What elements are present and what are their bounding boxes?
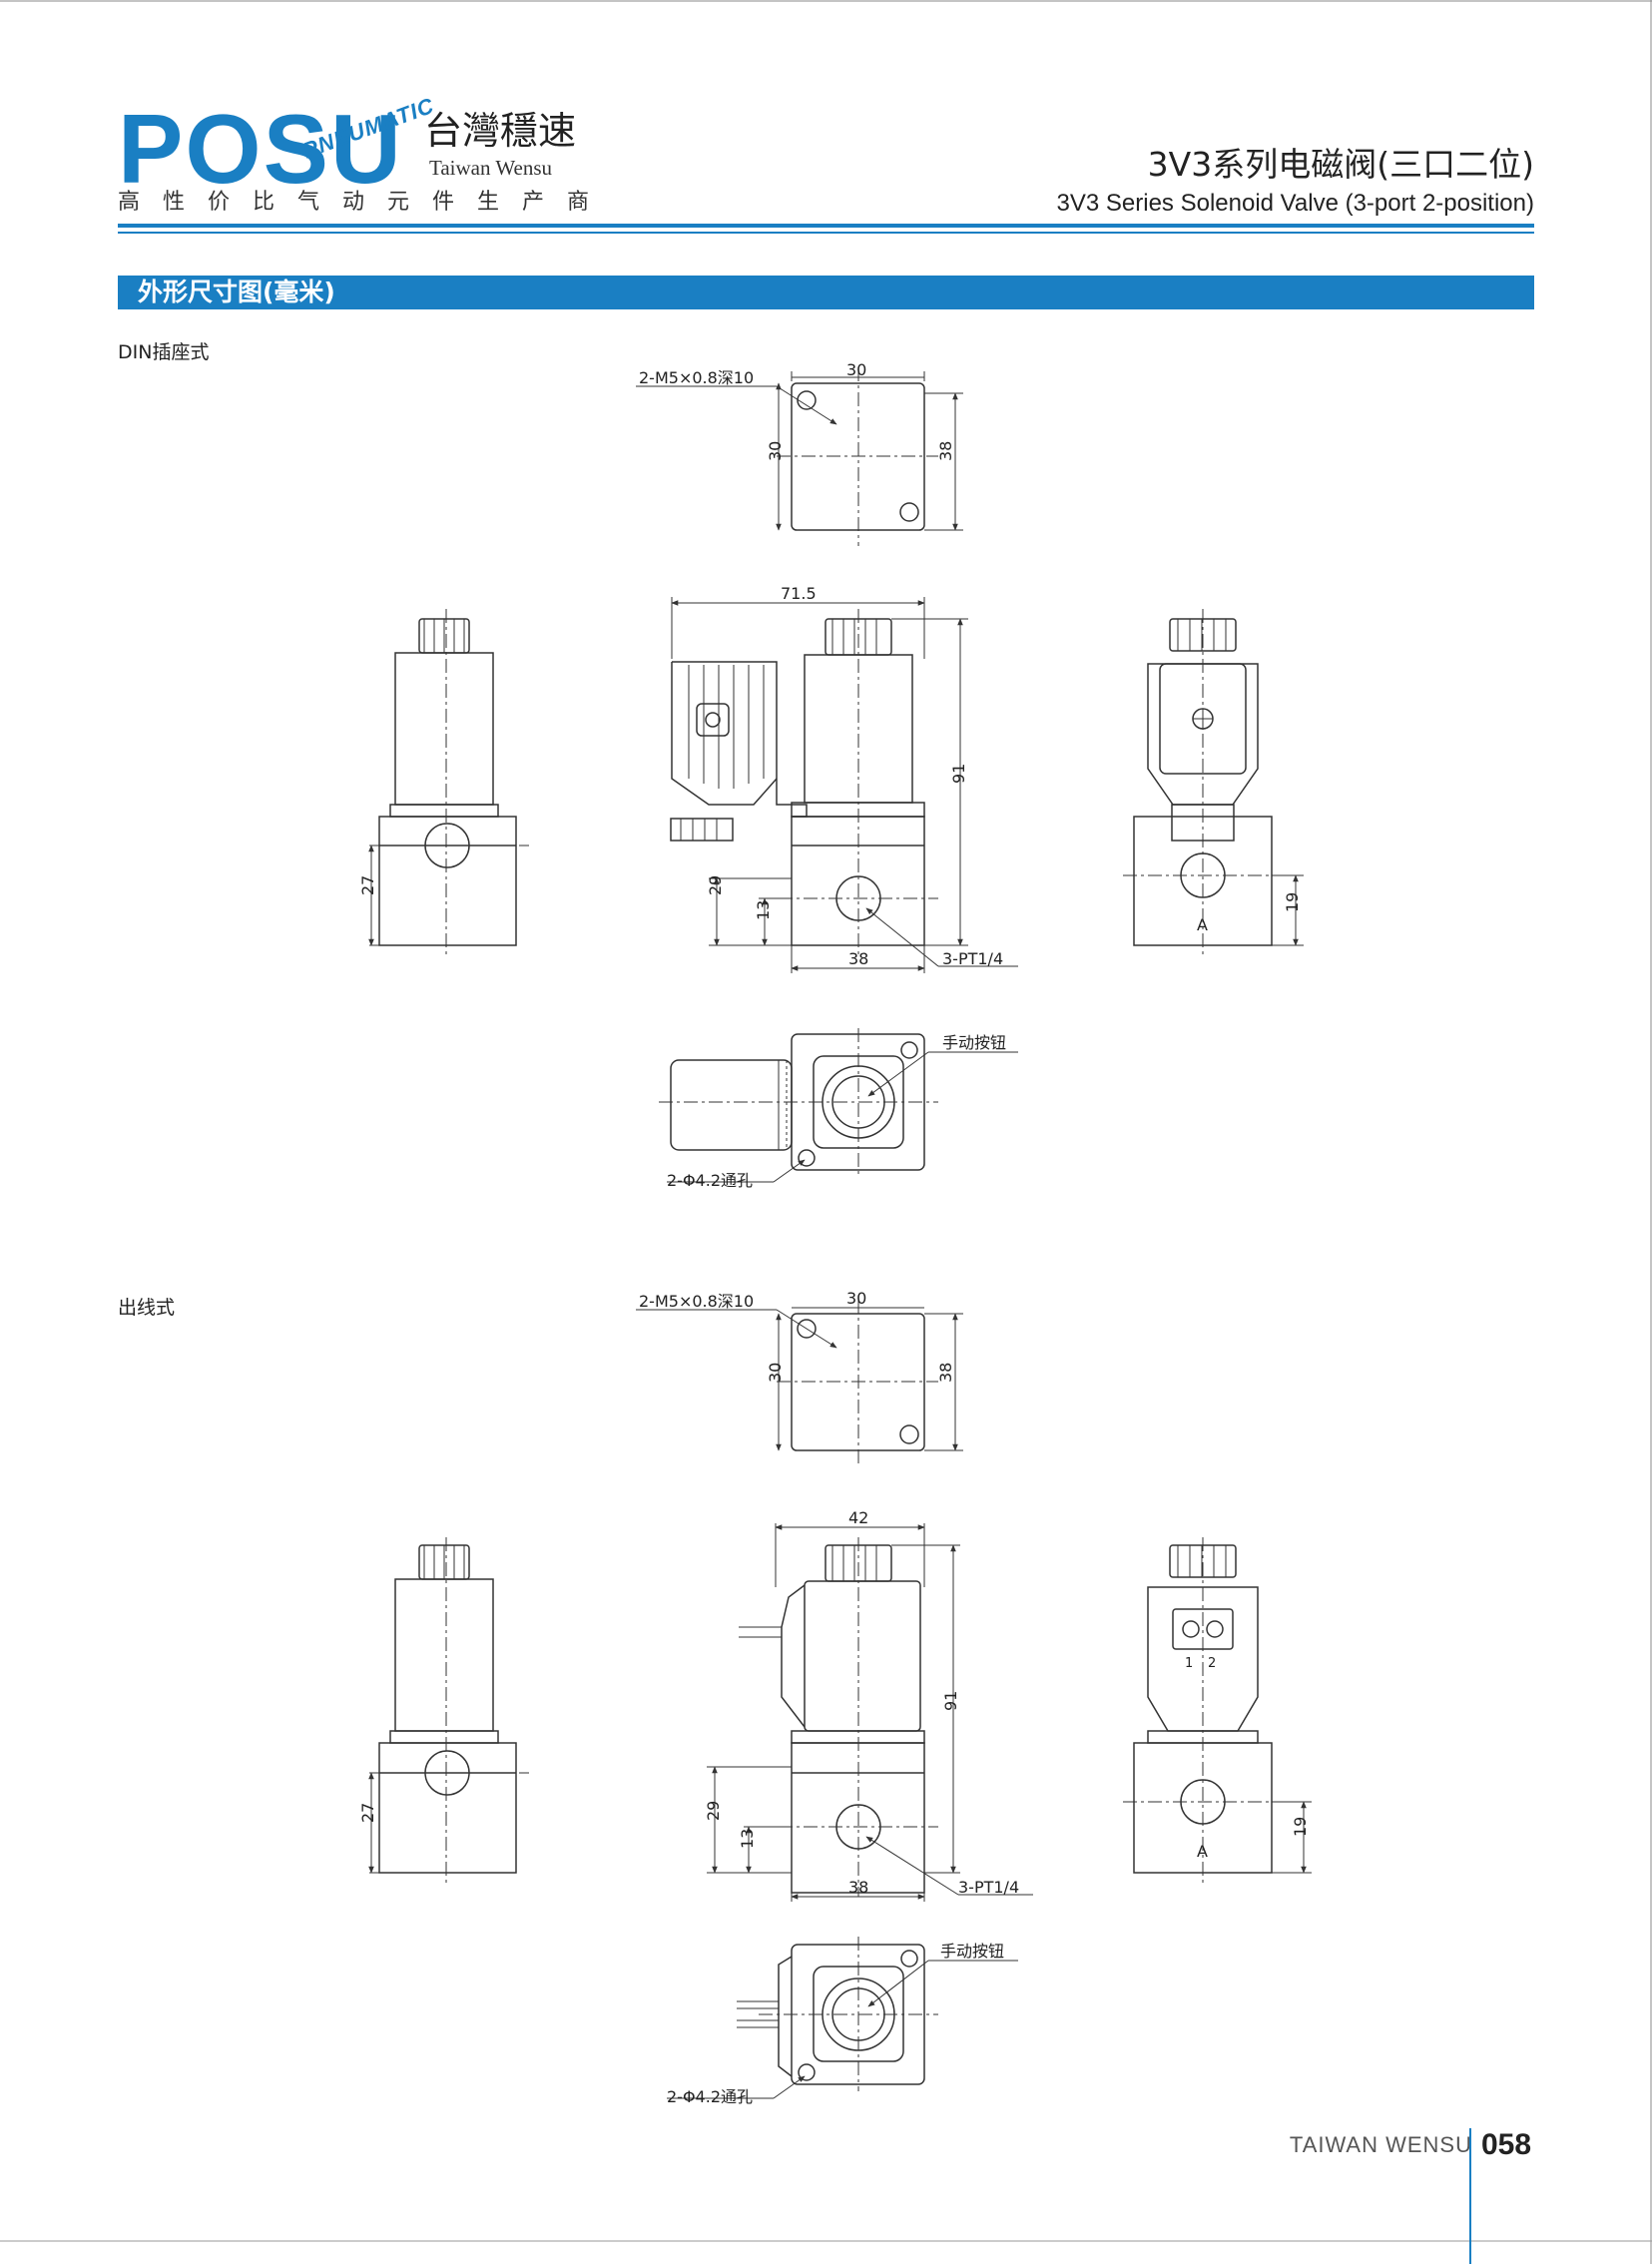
wire-height-label: 91 xyxy=(941,1691,960,1711)
din-top-view xyxy=(636,367,963,546)
din-front-view xyxy=(670,597,1018,973)
din-h13-label: 13 xyxy=(754,900,773,920)
wire-left-view xyxy=(368,1537,529,1887)
footer-brand: TAIWAN WENSU xyxy=(1289,2132,1472,2157)
section-title: 外形尺寸图(毫米) xyxy=(138,278,335,306)
page-title-cn: 3V3系列电磁阀(三口二位) xyxy=(1147,145,1534,184)
header-rule-thin xyxy=(118,232,1534,234)
din-manual-button-label: 手动按钮 xyxy=(942,1033,1006,1052)
din-top-height-left: 30 xyxy=(766,441,785,461)
din-port-a-label: A xyxy=(1197,915,1208,934)
din-holes-label: 2-Φ4.2通孔 xyxy=(667,1171,753,1190)
section-header: 外形尺寸图(毫米) xyxy=(118,276,1534,309)
din-w38-label: 38 xyxy=(848,949,868,968)
brand-logo: POSU xyxy=(118,94,403,204)
footer-divider xyxy=(1469,2128,1471,2264)
wire-manual-button-label: 手动按钮 xyxy=(940,1942,1004,1961)
page-number: 058 xyxy=(1481,2128,1532,2161)
wire-pin1-label: 1 xyxy=(1185,1656,1193,1671)
wire-top-height-right: 38 xyxy=(936,1363,955,1383)
wire-port-a-label: A xyxy=(1197,1842,1208,1861)
wire-port-label: 3-PT1/4 xyxy=(958,1878,1019,1897)
din-label: DIN插座式 xyxy=(118,341,210,363)
wire-top-view xyxy=(636,1300,963,1464)
wire-right-view xyxy=(1123,1537,1312,1887)
din-top-width-label: 30 xyxy=(846,360,866,379)
wire-left-height-label: 27 xyxy=(358,1803,377,1823)
wire-width-label: 42 xyxy=(848,1508,868,1527)
din-top-thread-label: 2-M5×0.8深10 xyxy=(639,368,754,387)
wire-top-height-left: 30 xyxy=(766,1363,785,1383)
din-left-height-label: 27 xyxy=(358,875,377,895)
din-port-label: 3-PT1/4 xyxy=(942,949,1003,968)
wire-w38-label: 38 xyxy=(848,1878,868,1897)
wire-holes-label: 2-Φ4.2通孔 xyxy=(667,2087,753,2106)
din-right-height-label: 19 xyxy=(1283,892,1302,912)
wire-h13-label: 13 xyxy=(738,1829,757,1849)
din-bottom-view xyxy=(659,1028,1018,1183)
wire-top-width-label: 30 xyxy=(846,1289,866,1308)
page-title-en: 3V3 Series Solenoid Valve (3-port 2-posi… xyxy=(1056,190,1534,217)
wire-right-height-label: 19 xyxy=(1291,1817,1310,1837)
din-height-label: 91 xyxy=(949,764,968,784)
din-top-height-right: 38 xyxy=(936,441,955,461)
wire-label: 出线式 xyxy=(118,1297,176,1319)
wire-top-thread-label: 2-M5×0.8深10 xyxy=(639,1292,754,1311)
din-right-view xyxy=(1123,609,1304,958)
wire-front-view xyxy=(707,1523,1033,1902)
din-h29-label: 29 xyxy=(706,875,725,895)
din-width-label: 71.5 xyxy=(781,584,817,603)
din-left-view xyxy=(368,609,529,958)
brand-name-en: Taiwan Wensu xyxy=(429,156,553,180)
header-rule xyxy=(118,224,1534,228)
brand-name-cn: 台灣穩速 xyxy=(424,109,577,153)
wire-h29-label: 29 xyxy=(704,1801,723,1821)
brand-slogan: 高性价比气动元件生产商 xyxy=(118,190,613,215)
wire-bottom-view xyxy=(667,1937,1018,2099)
wire-pin2-label: 2 xyxy=(1208,1656,1216,1671)
